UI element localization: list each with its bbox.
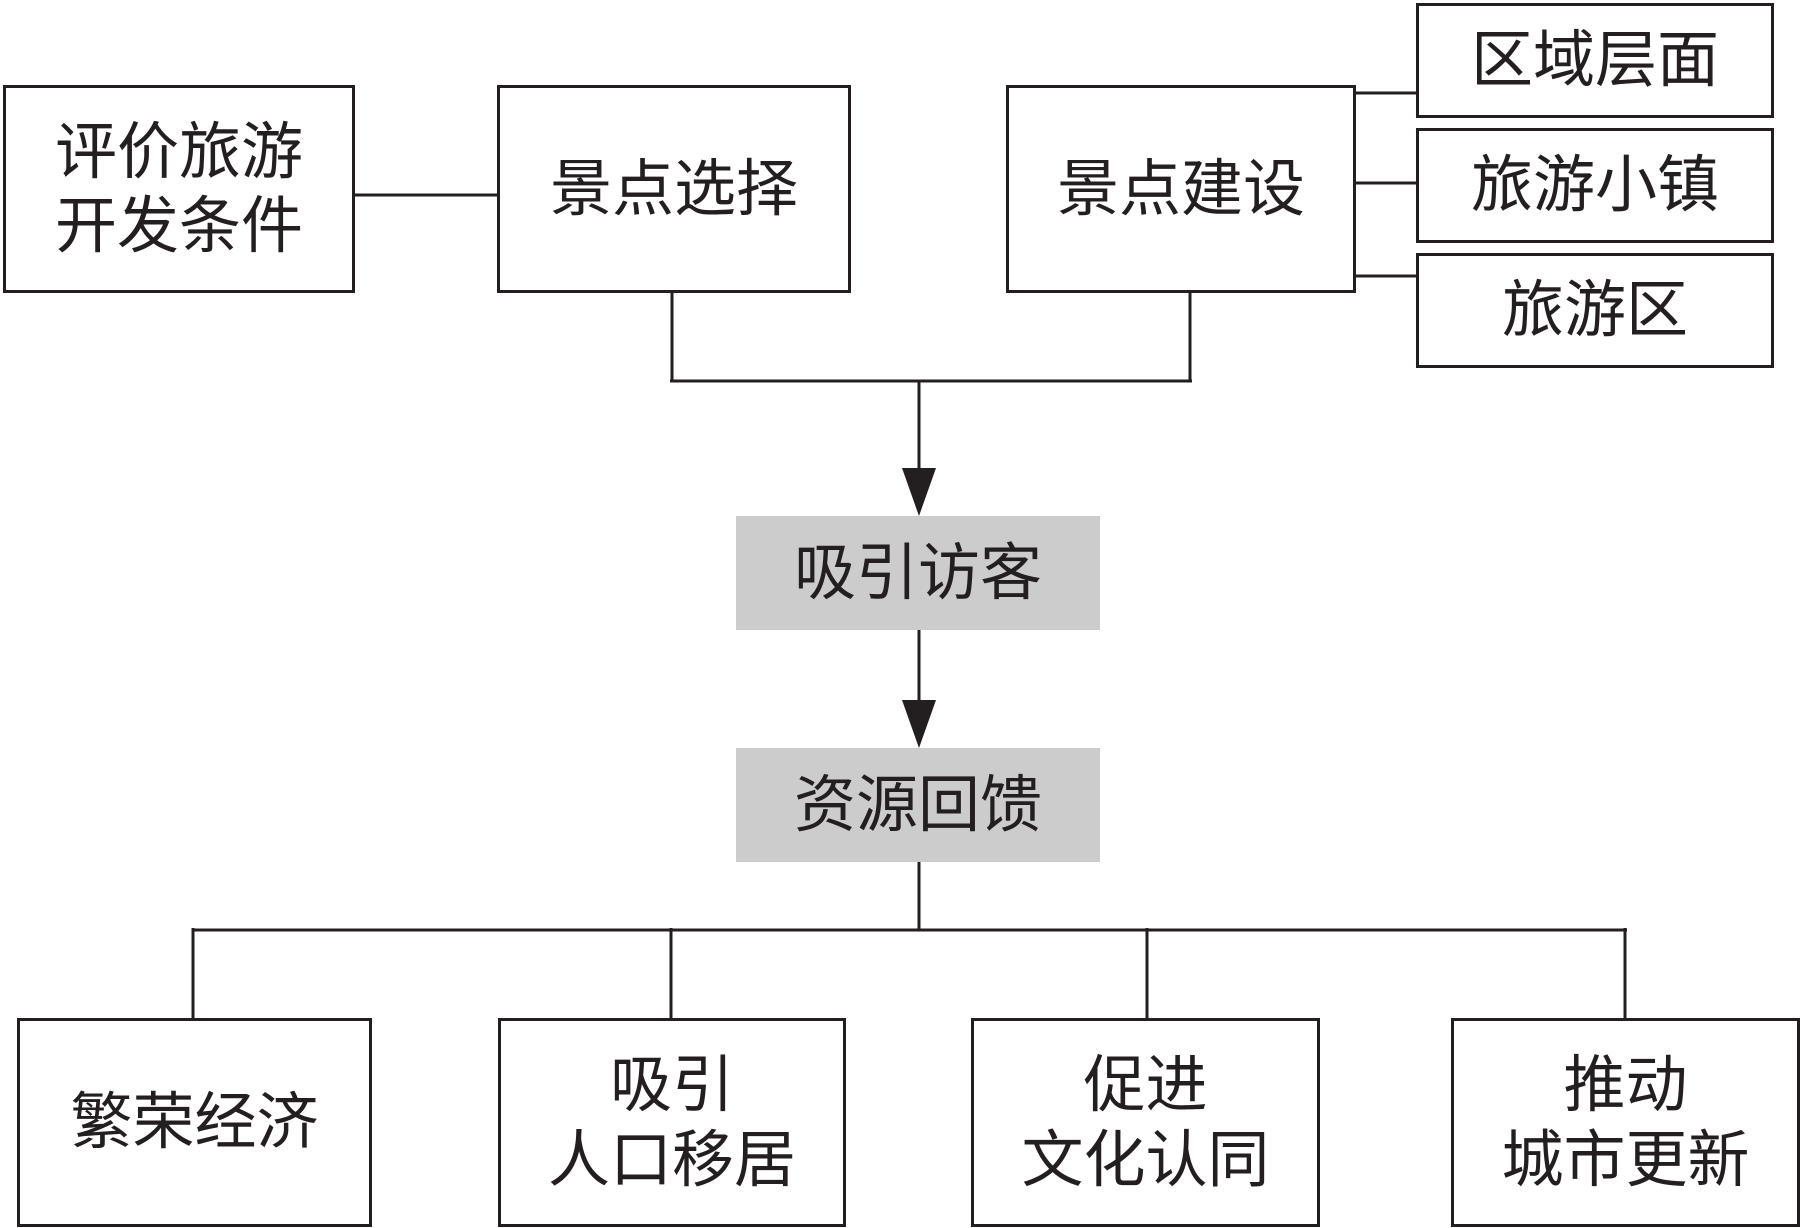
prosper-economy-box: 繁荣经济 <box>17 1018 372 1227</box>
evaluate-conditions-line-1: 评价旅游 <box>54 114 303 188</box>
evaluate-conditions-label: 评价旅游 开发条件 <box>55 115 303 264</box>
attract-migration-line-2: 人口移居 <box>547 1122 796 1196</box>
site-selection-box: 景点选择 <box>497 85 851 293</box>
tourism-zone-box: 旅游区 <box>1416 253 1774 368</box>
site-construction-box: 景点建设 <box>1006 85 1356 293</box>
regional-level-label: 区域层面 <box>1471 23 1719 97</box>
attract-migration-label: 吸引 人口移居 <box>548 1048 796 1197</box>
prosper-economy-text: 繁荣经济 <box>70 1085 319 1159</box>
arrowhead-attract-visitors <box>902 468 936 516</box>
resource-feedback-text: 资源回馈 <box>793 767 1042 841</box>
urban-renewal-line-1: 推动 <box>1563 1048 1688 1122</box>
arrowhead-resource-feedback <box>902 700 936 748</box>
attract-migration-box: 吸引 人口移居 <box>498 1018 846 1227</box>
resource-feedback-label: 资源回馈 <box>794 768 1042 842</box>
promote-identity-box: 促进 文化认同 <box>971 1018 1320 1227</box>
attract-visitors-box: 吸引访客 <box>736 516 1100 630</box>
tourism-zone-label: 旅游区 <box>1502 273 1688 347</box>
tourism-town-label: 旅游小镇 <box>1471 148 1719 222</box>
resource-feedback-box: 资源回馈 <box>736 748 1100 862</box>
urban-renewal-line-2: 城市更新 <box>1501 1122 1750 1196</box>
promote-identity-line-1: 促进 <box>1083 1048 1208 1122</box>
tourism-town-text: 旅游小镇 <box>1470 148 1719 222</box>
promote-identity-line-2: 文化认同 <box>1021 1122 1270 1196</box>
site-construction-label: 景点建设 <box>1057 152 1305 226</box>
tourism-zone-text: 旅游区 <box>1501 273 1688 347</box>
tourism-town-box: 旅游小镇 <box>1416 128 1774 243</box>
site-construction-text: 景点建设 <box>1056 151 1305 225</box>
regional-level-box: 区域层面 <box>1416 3 1774 118</box>
urban-renewal-label: 推动 城市更新 <box>1501 1048 1749 1197</box>
site-selection-text: 景点选择 <box>549 151 798 225</box>
attract-visitors-label: 吸引访客 <box>794 536 1042 610</box>
evaluate-conditions-box: 评价旅游 开发条件 <box>3 85 355 293</box>
regional-level-text: 区域层面 <box>1470 23 1719 97</box>
attract-visitors-text: 吸引访客 <box>793 535 1042 609</box>
prosper-economy-label: 繁荣经济 <box>70 1085 318 1159</box>
evaluate-conditions-line-2: 开发条件 <box>54 189 303 262</box>
site-selection-label: 景点选择 <box>550 152 798 226</box>
urban-renewal-box: 推动 城市更新 <box>1451 1018 1800 1227</box>
promote-identity-label: 促进 文化认同 <box>1021 1048 1269 1197</box>
attract-migration-line-1: 吸引 <box>609 1048 734 1122</box>
